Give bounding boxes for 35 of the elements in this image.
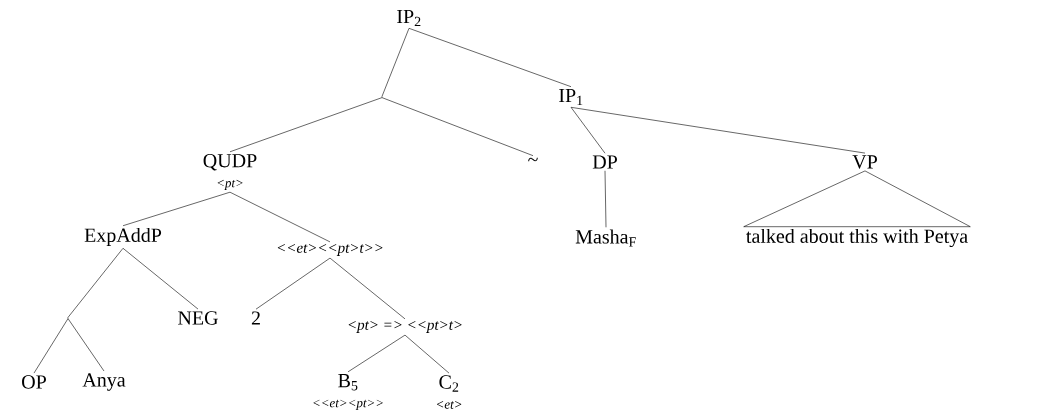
tree-branch bbox=[604, 170, 607, 228]
tree-node-label: Anya bbox=[82, 373, 126, 391]
tree-node-label: NEG bbox=[178, 311, 218, 325]
tree-branch bbox=[122, 191, 231, 227]
triangle-branch bbox=[743, 170, 971, 227]
tree-branch bbox=[229, 97, 383, 153]
tree-node-label: DP bbox=[592, 155, 617, 169]
tree-node-label: talked about this with Petya bbox=[746, 228, 968, 248]
tree-node-label: C$_{2}$ <et> bbox=[437, 375, 462, 409]
tree-node-label: ExpAddP bbox=[84, 227, 162, 247]
tree-branch bbox=[570, 107, 606, 154]
tree-node-label: ~ bbox=[528, 157, 538, 162]
tree-branch bbox=[381, 28, 410, 97]
tree-branch bbox=[329, 257, 406, 320]
tree-branch bbox=[570, 107, 866, 154]
tree-branch bbox=[229, 191, 331, 243]
tree-node-label: IP$_{1}$ bbox=[559, 88, 583, 106]
tree-node-label: B$_{5}$ <<et><pt>> bbox=[313, 374, 383, 410]
tree-branch bbox=[381, 97, 534, 156]
tree-branch bbox=[122, 247, 199, 310]
tree-branch bbox=[347, 334, 406, 373]
tree-node-label: 2 bbox=[251, 311, 260, 325]
tree-branch bbox=[404, 334, 450, 374]
tree-node-label: OP bbox=[22, 375, 46, 389]
tree-branch bbox=[33, 318, 69, 374]
tree-branch bbox=[67, 247, 124, 318]
tree-branch bbox=[255, 257, 331, 310]
tree-node-label: VP bbox=[852, 155, 877, 169]
tree-branch bbox=[408, 28, 572, 87]
tree-node-label: <<et><<pt>t>> bbox=[277, 244, 383, 256]
tree-node-label: IP$_{2}$ bbox=[397, 9, 421, 27]
tree-branch bbox=[67, 318, 105, 372]
tree-node-label: QUDP <pt> bbox=[203, 154, 257, 190]
tree-node-label: Masha$_{F}$ bbox=[575, 229, 636, 247]
tree-node-label: <pt> => <<pt>t> bbox=[348, 321, 462, 333]
